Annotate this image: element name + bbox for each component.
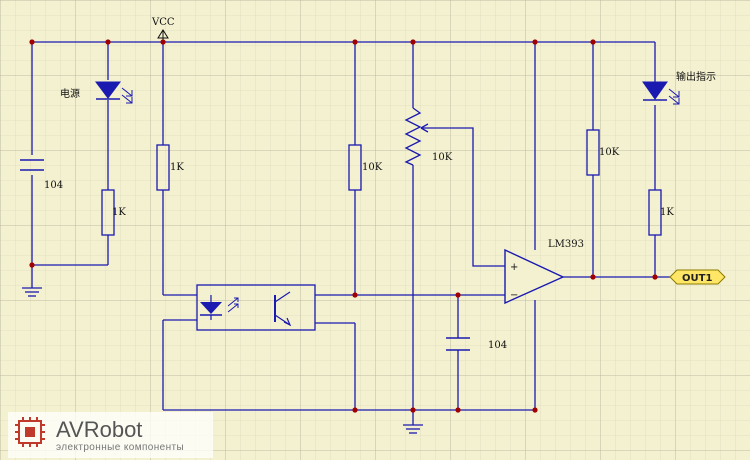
potentiometer-icon xyxy=(404,107,429,166)
capacitor-c2 xyxy=(446,337,470,351)
vcc-label: VCC xyxy=(151,17,175,28)
power-led-icon xyxy=(95,81,133,104)
pot-label: 10K xyxy=(432,152,453,163)
watermark: AVRobot электронные компоненты xyxy=(8,412,213,458)
resistor-led-out xyxy=(648,189,662,236)
r-out-pullup-label: 10K xyxy=(599,147,620,158)
resistor-opto xyxy=(156,144,170,191)
comparator-icon xyxy=(504,248,565,305)
capacitor-c1 xyxy=(20,159,44,171)
r-opto-label: 1K xyxy=(170,162,184,173)
comparator-plus-sign: + xyxy=(510,262,518,273)
output-port-label: OUT1 xyxy=(682,273,712,284)
watermark-tagline: электронные компоненты xyxy=(56,442,184,453)
resistor-pullup xyxy=(348,144,362,191)
c2-value-label: 104 xyxy=(488,340,507,351)
output-led-label: 输出指示 xyxy=(676,70,716,83)
c1-value-label: 104 xyxy=(44,180,63,191)
comparator-minus-sign: − xyxy=(510,290,518,301)
resistor-led-power xyxy=(101,189,115,236)
wires xyxy=(31,41,670,425)
r-led-power-label: 1K xyxy=(112,207,126,218)
optocoupler-icon xyxy=(196,284,316,331)
resistor-out-pullup xyxy=(586,129,600,176)
output-led-icon xyxy=(642,81,680,105)
output-port-icon xyxy=(669,269,726,285)
ground-icon xyxy=(22,287,42,297)
r-led-out-label: 1K xyxy=(660,207,674,218)
chip-logo-icon xyxy=(15,417,45,447)
power-led-label: 电源 xyxy=(60,87,80,100)
junction-dots xyxy=(29,39,658,413)
ground-icon xyxy=(403,424,423,434)
comparator-label: LM393 xyxy=(548,239,584,250)
r-pullup-label: 10K xyxy=(362,162,383,173)
watermark-brand: AVRobot xyxy=(56,417,142,442)
